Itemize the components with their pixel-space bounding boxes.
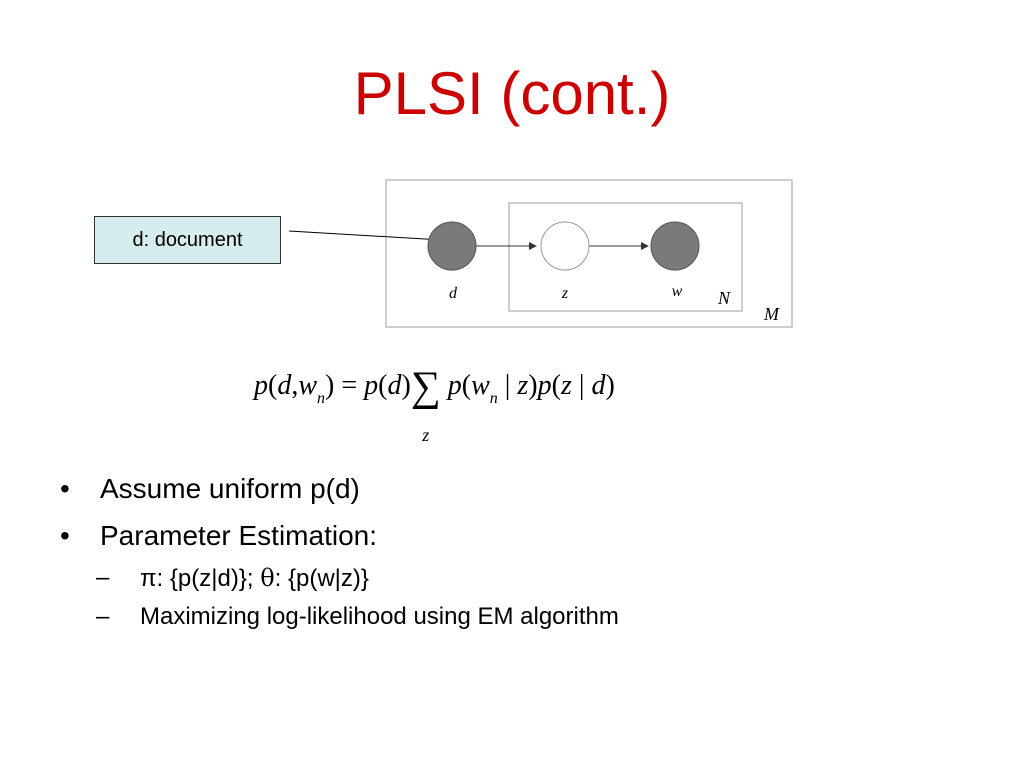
joint-probability-formula: p(d,wn) = p(d)∑z p(wn | z)p(z | d) (254, 364, 615, 445)
bullet-marker: • (60, 473, 70, 504)
inner-plate-label: N (717, 288, 731, 308)
node-d (427, 221, 477, 271)
sub-bullet-list: – π: {p(z|d)}; θ: {p(w|z)} – Maximizing … (96, 563, 960, 632)
bullet-text: Assume uniform p(d) (100, 473, 360, 504)
sub-bullet-text: Maximizing log-likelihood using EM algor… (140, 603, 619, 630)
formula-symbol: z (560, 370, 572, 401)
summation-sign: ∑z (410, 364, 441, 445)
sub-bullet-item: – π: {p(z|d)}; θ: {p(w|z)} (96, 563, 960, 594)
formula-symbol: | (571, 370, 592, 401)
formula-symbol: p (254, 370, 268, 401)
sub-bullet-text-prefix: π: {p(z|d)}; (140, 565, 261, 592)
formula-symbol: , (291, 370, 299, 401)
formula-symbol: | (497, 370, 518, 401)
node-w (650, 221, 700, 271)
formula-symbol: ) (605, 370, 615, 401)
formula-symbol: d (277, 370, 292, 401)
formula-symbol: ( (268, 370, 278, 401)
formula-symbol: p (537, 370, 552, 401)
formula-symbol: p (364, 370, 379, 401)
node-d-label: d (449, 285, 458, 302)
bullet-text: Parameter Estimation: (100, 520, 377, 551)
plsi-graphical-model: d z w N M (288, 179, 793, 328)
sigma-glyph: ∑ (410, 364, 441, 410)
slide-title: PLSI (cont.) (353, 60, 671, 127)
sub-bullet-text-suffix: : {p(w|z)} (274, 565, 369, 592)
formula-symbol: ) (325, 370, 335, 401)
sub-bullet-item: – Maximizing log-likelihood using EM alg… (96, 602, 960, 632)
formula-equals: = (334, 370, 365, 401)
node-z-label: z (561, 285, 569, 302)
formula-symbol: z (517, 370, 529, 401)
summation-index: z (422, 425, 430, 445)
formula-symbol: p (447, 370, 462, 401)
formula-symbol: ) (528, 370, 538, 401)
callout-leader-line (288, 230, 443, 241)
outer-plate-label: M (763, 304, 780, 324)
theta-symbol: θ (260, 564, 275, 592)
sub-bullet-marker: – (96, 564, 110, 591)
formula-symbol: ( (461, 370, 472, 401)
formula-subscript: n (489, 390, 498, 407)
formula-symbol: d (387, 370, 402, 401)
node-z (540, 221, 590, 271)
formula-symbol: ) (401, 370, 411, 401)
formula-symbol: ( (378, 370, 388, 401)
outer-plate (385, 179, 793, 328)
bullet-item: • Assume uniform p(d) (60, 472, 960, 506)
formula-symbol: w (471, 370, 490, 401)
formula-symbol: ( (551, 370, 561, 401)
sub-bullet-marker: – (96, 603, 110, 630)
node-w-label: w (672, 283, 683, 300)
bullet-list: • Assume uniform p(d) • Parameter Estima… (60, 472, 960, 645)
bullet-marker: • (60, 520, 70, 551)
document-callout: d: document (94, 216, 281, 264)
formula-symbol: d (591, 370, 606, 401)
formula-subscript: n (317, 390, 326, 407)
formula-symbol: w (298, 370, 318, 401)
inner-plate (508, 202, 743, 312)
bullet-item: • Parameter Estimation: – π: {p(z|d)}; θ… (60, 519, 960, 632)
